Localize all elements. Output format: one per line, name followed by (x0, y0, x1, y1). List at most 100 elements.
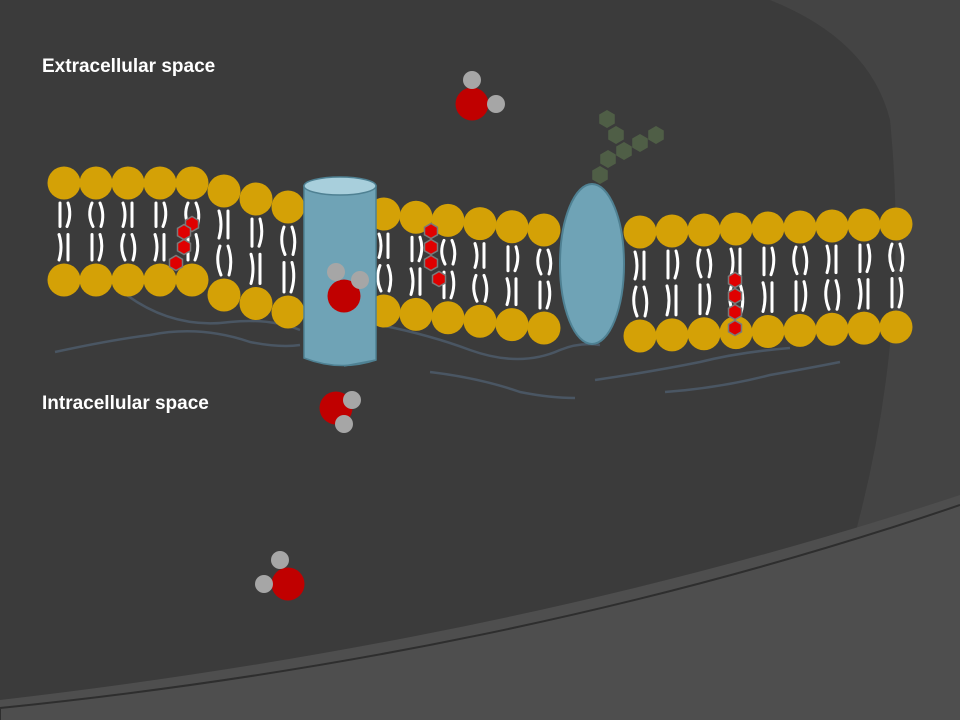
lipid-tail (376, 264, 393, 293)
phospholipid-head (623, 319, 657, 353)
cholesterol-ring (423, 238, 439, 256)
phospholipid-head (495, 210, 529, 244)
lipid-tail (857, 278, 870, 310)
lipid-tail (410, 235, 424, 263)
cholesterol (168, 215, 200, 272)
lipid-tail (792, 245, 809, 276)
lipid-tail (890, 277, 904, 309)
phospholipid-head (463, 304, 497, 338)
phospholipid-head (879, 310, 913, 344)
lipid-tail (57, 233, 70, 262)
hydrogen-atom (271, 551, 289, 569)
hydrogen-atom (255, 575, 273, 593)
glycan-sugar (600, 150, 616, 168)
phospholipid-head (527, 213, 561, 247)
phospholipid-head (175, 166, 209, 200)
lipid-tail (153, 233, 166, 262)
lipid-tail (88, 201, 105, 228)
cholesterol-ring (423, 222, 439, 240)
cholesterol-ring (168, 254, 184, 272)
lipid-tail (90, 233, 104, 262)
glycan-sugar (608, 126, 624, 144)
phospholipid-head (111, 166, 145, 200)
lipid-tail (120, 233, 137, 262)
phospholipid-head (463, 207, 497, 241)
phospholipid-head (431, 203, 465, 237)
phospholipid-head (143, 166, 177, 200)
glycan-sugar (599, 110, 615, 128)
carrier-protein (559, 183, 625, 345)
lipid-tail (250, 217, 264, 248)
phospholipid-head (719, 212, 753, 246)
phospholipid-head (207, 174, 241, 208)
phospholipid-head (47, 263, 81, 297)
lipid-tail (472, 273, 489, 303)
oxygen-atom (327, 279, 361, 313)
lipid-tail (282, 261, 296, 294)
fiber (379, 323, 601, 361)
extracellular-label: Extracellular space (42, 56, 216, 77)
phospholipid-head (815, 209, 849, 243)
glycan-sugar (616, 142, 632, 160)
hydrogen-atom (487, 95, 505, 113)
cholesterol (423, 222, 447, 288)
phospholipid-head (79, 263, 113, 297)
cholesterol-ring (727, 271, 743, 289)
water-molecule (327, 263, 369, 313)
lipid-tail (632, 285, 649, 318)
phospholipid-head (175, 263, 209, 297)
phospholipid-head (655, 318, 689, 352)
lipid-tail (440, 238, 457, 266)
phospholipid-head (79, 166, 113, 200)
phospholipid-heads (47, 166, 913, 353)
phospholipid-head (847, 208, 881, 242)
phospholipid-head (47, 166, 81, 200)
lipid-tail (280, 225, 297, 256)
phospholipid-head (815, 312, 849, 346)
lipid-tail (473, 242, 486, 269)
cytoskeleton-fibers (54, 289, 841, 400)
lipid-tail (633, 250, 646, 281)
lipid-tail (249, 252, 262, 285)
phospholipid-head (751, 315, 785, 348)
phospholipid-head (271, 190, 305, 224)
lipid-tail (154, 201, 168, 228)
phospholipid-head (239, 287, 273, 320)
lipid-tail (888, 242, 905, 272)
intracellular-label: Intracellular space (42, 393, 209, 414)
phospholipid-head (143, 263, 177, 297)
lipid-tail (409, 267, 422, 296)
phospholipid-head (271, 295, 305, 329)
fiber (429, 370, 576, 400)
lipid-tail (794, 280, 808, 312)
phospholipid-head (783, 313, 817, 347)
phospholipid-head (239, 182, 273, 216)
hydrogen-atom (335, 415, 353, 433)
lipid-tails (57, 201, 905, 318)
lipid-tail (729, 247, 742, 278)
water-molecules (255, 71, 505, 601)
lipid-tail (825, 244, 838, 275)
cholesterol-ring (176, 223, 192, 241)
lipid-tail (762, 246, 776, 277)
phospholipid-head (687, 213, 721, 247)
lipid-tail (696, 248, 713, 279)
phospholipid-head (783, 210, 817, 244)
phospholipid-head (847, 311, 881, 345)
phospholipid-head (687, 317, 721, 351)
lipid-tail (216, 244, 233, 277)
lipid-tail (506, 245, 520, 273)
lipid-tail (858, 243, 872, 274)
lipid-tail (665, 284, 678, 317)
hydrogen-atom (351, 271, 369, 289)
lipid-tail (698, 283, 712, 316)
cholesterol-ring (431, 270, 447, 288)
phospholipid-head (111, 263, 145, 297)
hydrogen-atom (463, 71, 481, 89)
water-molecule (255, 551, 305, 601)
phospholipid-head (399, 297, 433, 331)
phospholipid-head (751, 211, 785, 245)
lipid-tail (824, 279, 841, 311)
